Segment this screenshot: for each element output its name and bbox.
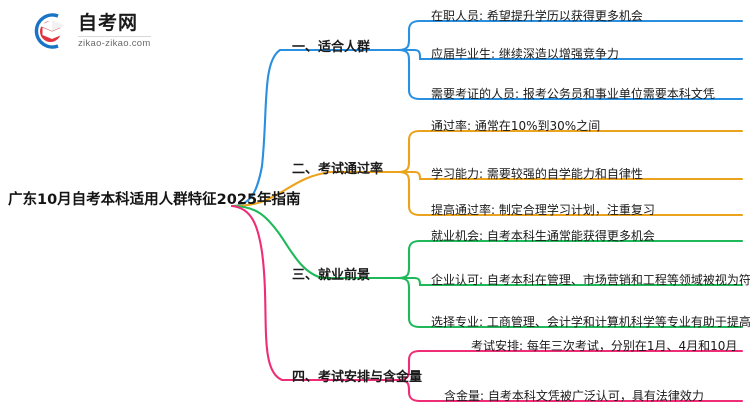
leaf-label-1-3[interactable]: 需要考证的人员: 报考公务员和事业单位需要本科文凭 [431,87,715,101]
leaf-label-2-3[interactable]: 提高通过率: 制定合理学习计划，注重复习 [431,203,655,217]
leaf-label-4-2[interactable]: 含金量: 自考本科文凭被广泛认可，具有法律效力 [444,389,704,403]
leaf-label-1-2[interactable]: 应届毕业生: 继续深造以增强竞争力 [431,47,619,61]
branch-label-4[interactable]: 四、考试安排与含金量 [292,370,423,385]
leaf-label-3-1[interactable]: 就业机会: 自考本科生通常能获得更多机会 [431,229,655,243]
logo-name: 自考网 [78,11,139,34]
branch-label-1[interactable]: 一、适合人群 [292,40,371,55]
logo-divider [78,35,151,37]
logo-domain: zikao-zikao.com [78,37,151,49]
leaf-label-1-1[interactable]: 在职人员: 希望提升学历以获得更多机会 [431,9,643,23]
branch-label-2[interactable]: 二、考试通过率 [292,162,384,177]
root-node-label[interactable]: 广东10月自考本科适用人群特征2025年指南 [8,192,301,208]
leaf-label-3-2[interactable]: 企业认可: 自考本科在管理、市场营销和工程等领域被视为符合条件 [431,273,750,287]
leaf-label-2-2[interactable]: 学习能力: 需要较强的自学能力和自律性 [431,167,643,181]
leaf-label-4-1[interactable]: 考试安排: 每年三次考试，分别在1月、4月和10月 [471,339,738,353]
leaf-label-3-3[interactable]: 选择专业: 工商管理、会计学和计算机科学等专业有助于提高竞争力 [431,315,750,329]
site-logo[interactable]: 自考网 zikao-zikao.com [28,10,151,52]
leaf-label-2-1[interactable]: 通过率: 通常在10%到30%之间 [431,119,601,133]
logo-text-block: 自考网 zikao-zikao.com [78,11,151,49]
branch-label-3[interactable]: 三、就业前景 [292,268,371,283]
graduation-cap-icon [28,10,70,52]
